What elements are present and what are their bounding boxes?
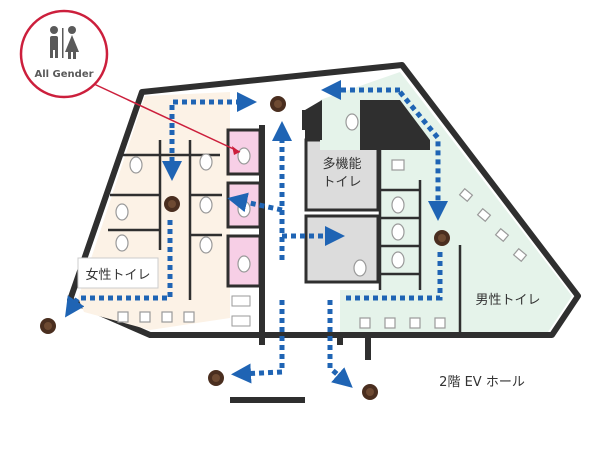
person-marker [362, 384, 378, 400]
person-marker [40, 318, 56, 334]
womens-restroom-label: 女性トイレ [85, 267, 150, 283]
mens-partitions [378, 150, 462, 332]
mens-restroom-label: 男性トイレ [475, 293, 540, 308]
route-arrow [227, 192, 283, 213]
route-arrow [327, 300, 353, 388]
womens-sinks [117, 311, 195, 323]
all-gender-restroom-icon [50, 26, 79, 59]
route-arrow [231, 300, 285, 384]
route-arrows [65, 80, 448, 388]
womens-stalls [108, 140, 222, 300]
route-arrow [398, 90, 448, 221]
mens-sinks [359, 317, 446, 329]
mens-toilet-fixtures [345, 113, 405, 269]
person-marker [208, 370, 224, 386]
mens-urinals [458, 187, 528, 263]
all-gender-label: All Gender [34, 69, 93, 80]
womens-toilet-fixtures [115, 153, 213, 254]
route-arrow [342, 252, 443, 301]
all-gender-callout: All Gender [19, 9, 241, 155]
womens-restroom: 女性トイレ [77, 92, 230, 330]
person-marker [270, 96, 286, 112]
route-arrow [65, 220, 173, 318]
lower-walls [337, 335, 371, 360]
person-marker [434, 230, 450, 246]
person-marker [164, 196, 180, 212]
multipurpose-label-line2: トイレ [322, 175, 361, 190]
route-arrow [169, 92, 257, 128]
ev-hall-label: 2階 EV ホール [439, 375, 525, 390]
multipurpose-restroom: 多機能 トイレ [304, 138, 380, 284]
multipurpose-label-line1: 多機能 [322, 156, 361, 172]
